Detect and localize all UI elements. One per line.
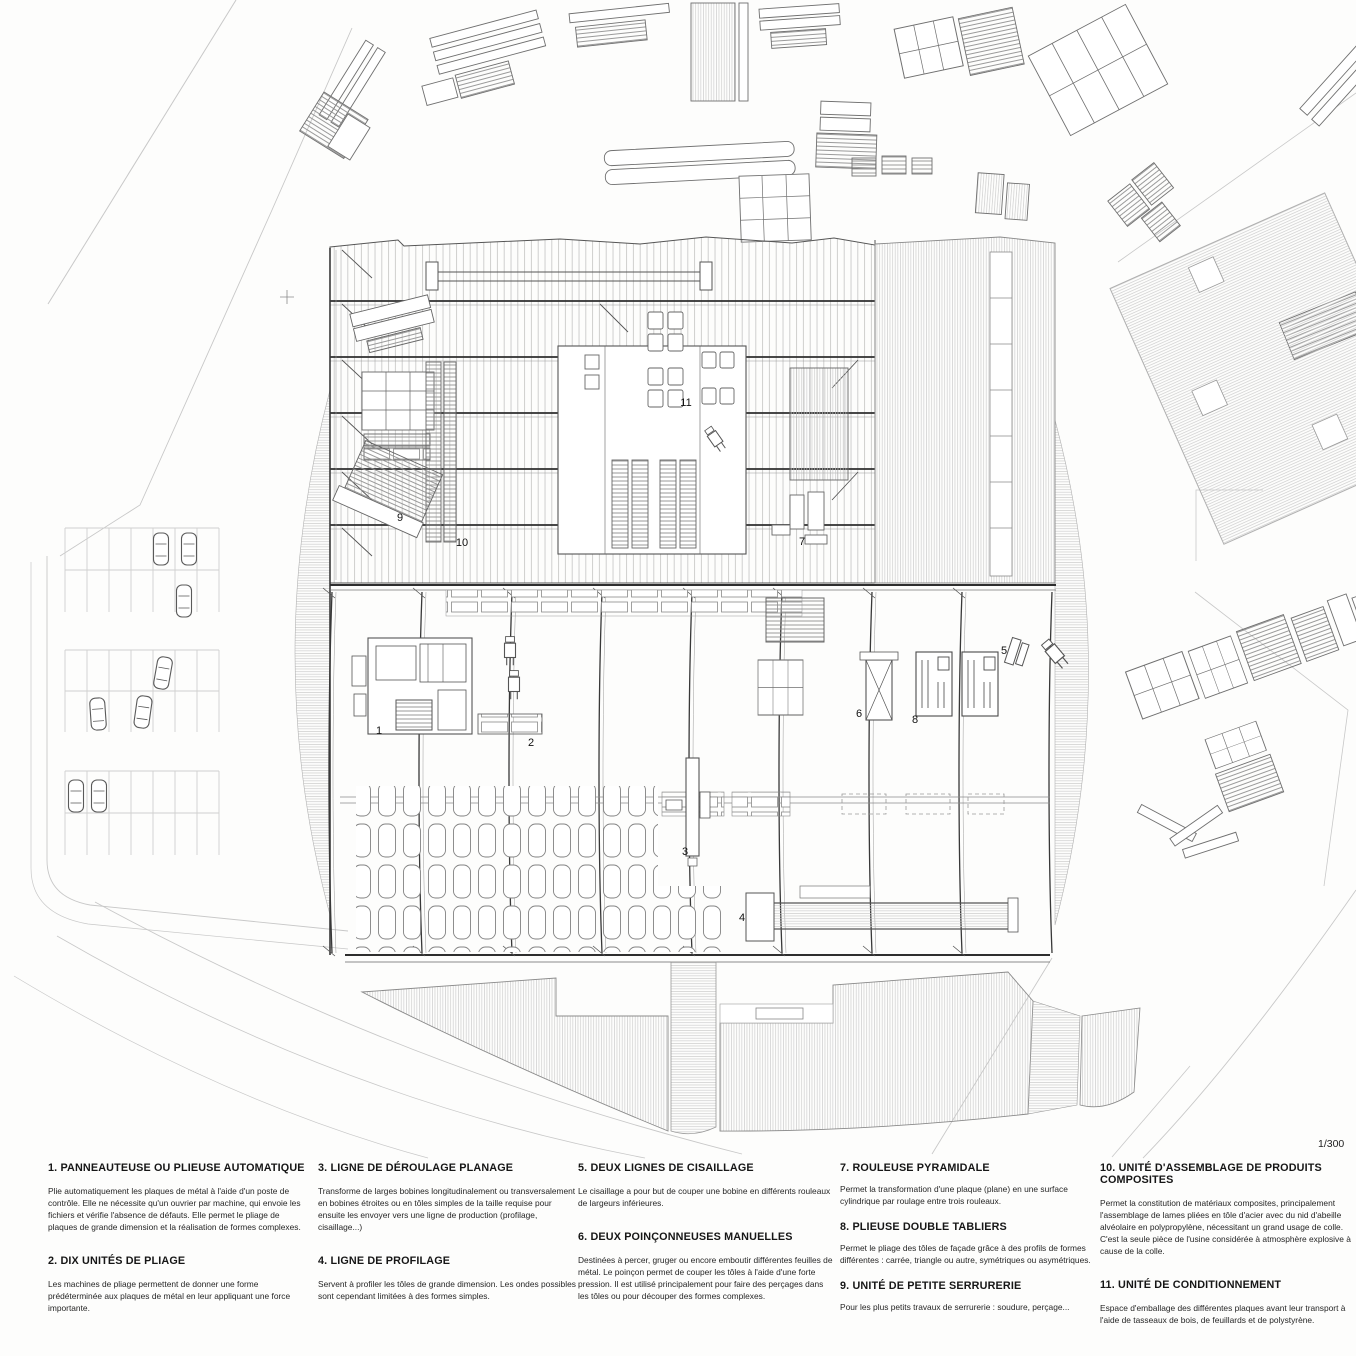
- roof-rack-east: [789, 367, 849, 481]
- marker-11: 11: [680, 397, 692, 409]
- marker-8: 8: [911, 714, 919, 726]
- scale-label: 1/300: [1318, 1138, 1345, 1150]
- machine-1: [351, 637, 473, 735]
- legend-item-title: 9. UNITÉ DE PETITE SERRURERIE: [840, 1279, 1022, 1292]
- legend-column-2: 3. LIGNE DE DÉROULAGE PLANAGE Transforme…: [318, 1162, 576, 1324]
- facade-door: [755, 1007, 804, 1020]
- machine-8a: [915, 651, 953, 717]
- machine-7-group: [771, 491, 828, 545]
- legend-item-8: 8. PLIEUSE DOUBLE TABLIERS Permet le pli…: [840, 1221, 1098, 1267]
- legend-column-5: 10. UNITÉ D'ASSEMBLAGE DE PRODUITS COMPO…: [1100, 1162, 1356, 1347]
- dark-slat-stack: [765, 597, 825, 643]
- factory-annex: [874, 236, 1056, 584]
- legend-item-2: 2. DIX UNITÉS DE PLIAGE Les machines de …: [48, 1255, 306, 1315]
- annex-stair-strip: [989, 251, 1013, 577]
- machine-2: [477, 636, 543, 735]
- legend-item-title: 2. DIX UNITÉS DE PLIAGE: [48, 1254, 186, 1267]
- marker-7: 7: [798, 536, 806, 548]
- legend-item-title: 8. PLIEUSE DOUBLE TABLIERS: [840, 1220, 1007, 1233]
- legend-item-6: 6. DEUX POINÇONNEUSES MANUELLES Destinée…: [578, 1231, 836, 1303]
- legend-column-4: 7. ROULEUSE PYRAMIDALE Permet la transfo…: [840, 1162, 1098, 1327]
- legend-column-3: 5. DEUX LIGNES DE CISAILLAGE Le cisailla…: [578, 1162, 836, 1324]
- legend-item-title: 7. ROULEUSE PYRAMIDALE: [840, 1162, 990, 1174]
- legend-item-4: 4. LIGNE DE PROFILAGE Servent à profiler…: [318, 1255, 576, 1303]
- legend: 1. PANNEAUTEUSE OU PLIEUSE AUTOMATIQUE P…: [48, 1162, 1356, 1352]
- survey-cross: [280, 290, 294, 304]
- marker-5: 5: [1000, 645, 1008, 657]
- legend-item-title: 4. LIGNE DE PROFILAGE: [318, 1254, 451, 1267]
- legend-item-body: Espace d'emballage des différentes plaqu…: [1100, 1302, 1346, 1325]
- legend-item-title: 3. LIGNE DE DÉROULAGE PLANAGE: [318, 1162, 514, 1174]
- legend-item-body: Le cisaillage a pour but de couper une b…: [578, 1186, 831, 1208]
- machine-8b: [961, 651, 999, 717]
- legend-item-10: 10. UNITÉ D'ASSEMBLAGE DE PRODUITS COMPO…: [1100, 1162, 1356, 1258]
- marker-1: 1: [375, 725, 383, 737]
- machine-6: [859, 651, 899, 721]
- legend-item-1: 1. PANNEAUTEUSE OU PLIEUSE AUTOMATIQUE P…: [48, 1162, 306, 1234]
- legend-item-3: 3. LIGNE DE DÉROULAGE PLANAGE Transforme…: [318, 1162, 576, 1234]
- legend-item-body: Servent à profiler les tôles de grande d…: [318, 1278, 576, 1301]
- legend-item-9: 9. UNITÉ DE PETITE SERRURERIE Pour les p…: [840, 1280, 1098, 1314]
- stack-9: [332, 439, 444, 539]
- legend-item-body: Destinées à percer, gruger ou encore emb…: [578, 1254, 833, 1301]
- legend-item-title: 11. UNITÉ DE CONDITIONNEMENT: [1100, 1278, 1282, 1291]
- facade-east-crescent: [1054, 419, 1089, 926]
- parked-cars: [67, 532, 198, 813]
- crane-bridge: [425, 261, 713, 291]
- legend-column-1: 1. PANNEAUTEUSE OU PLIEUSE AUTOMATIQUE P…: [48, 1162, 306, 1335]
- marker-3: 3: [681, 846, 689, 858]
- machine-5: [1003, 636, 1030, 667]
- legend-item-body: Plie automatiquement les plaques de méta…: [48, 1186, 301, 1232]
- east-storage-yard: [1125, 592, 1356, 859]
- legend-item-5: 5. DEUX LIGNES DE CISAILLAGE Le cisailla…: [578, 1162, 836, 1210]
- machine-3: [665, 757, 711, 867]
- legend-item-body: Les machines de pliage permettent de don…: [48, 1278, 291, 1313]
- coil-storage: [356, 786, 658, 952]
- legend-item-body: Transforme de larges bobines longitudina…: [318, 1186, 576, 1232]
- marker-4: 4: [738, 912, 746, 924]
- legend-item-title: 6. DEUX POINÇONNEUSES MANUELLES: [578, 1230, 793, 1243]
- neighbor-building-roof: [1109, 192, 1356, 545]
- roof-storage-racks: [332, 294, 849, 555]
- legend-item-title: 10. UNITÉ D'ASSEMBLAGE DE PRODUITS COMPO…: [1100, 1162, 1322, 1186]
- legend-item-7: 7. ROULEUSE PYRAMIDALE Permet la transfo…: [840, 1162, 1098, 1208]
- parking-lot: [64, 527, 220, 855]
- legend-item-11: 11. UNITÉ DE CONDITIONNEMENT Espace d'em…: [1100, 1279, 1356, 1327]
- marker-9: 9: [396, 512, 404, 524]
- legend-item-body: Permet la transformation d'une plaque (p…: [840, 1184, 1068, 1206]
- factory-facade-south: [360, 961, 1141, 1135]
- rack-10: [425, 361, 442, 543]
- factory-roof: [329, 236, 876, 955]
- legend-item-body: Permet la constitution de matériaux comp…: [1100, 1198, 1351, 1256]
- marker-6: 6: [855, 708, 863, 720]
- machine-4: [745, 885, 1019, 942]
- pallet-strip: [445, 589, 803, 617]
- legend-item-title: 5. DEUX LIGNES DE CISAILLAGE: [578, 1162, 754, 1174]
- marker-10: 10: [455, 537, 469, 549]
- legend-item-title: 1. PANNEAUTEUSE OU PLIEUSE AUTOMATIQUE: [48, 1162, 305, 1174]
- hall-machines: [351, 597, 1071, 942]
- marker-2: 2: [527, 737, 535, 749]
- factory-building: [294, 236, 1141, 1135]
- facade-west-crescent: [294, 389, 331, 916]
- packing-crates-11: [647, 311, 735, 408]
- legend-item-body: Pour les plus petits travaux de serrurer…: [840, 1301, 1070, 1312]
- legend-item-body: Permet le pliage des tôles de façade grâ…: [840, 1242, 1091, 1265]
- factory-hall: [322, 584, 1071, 963]
